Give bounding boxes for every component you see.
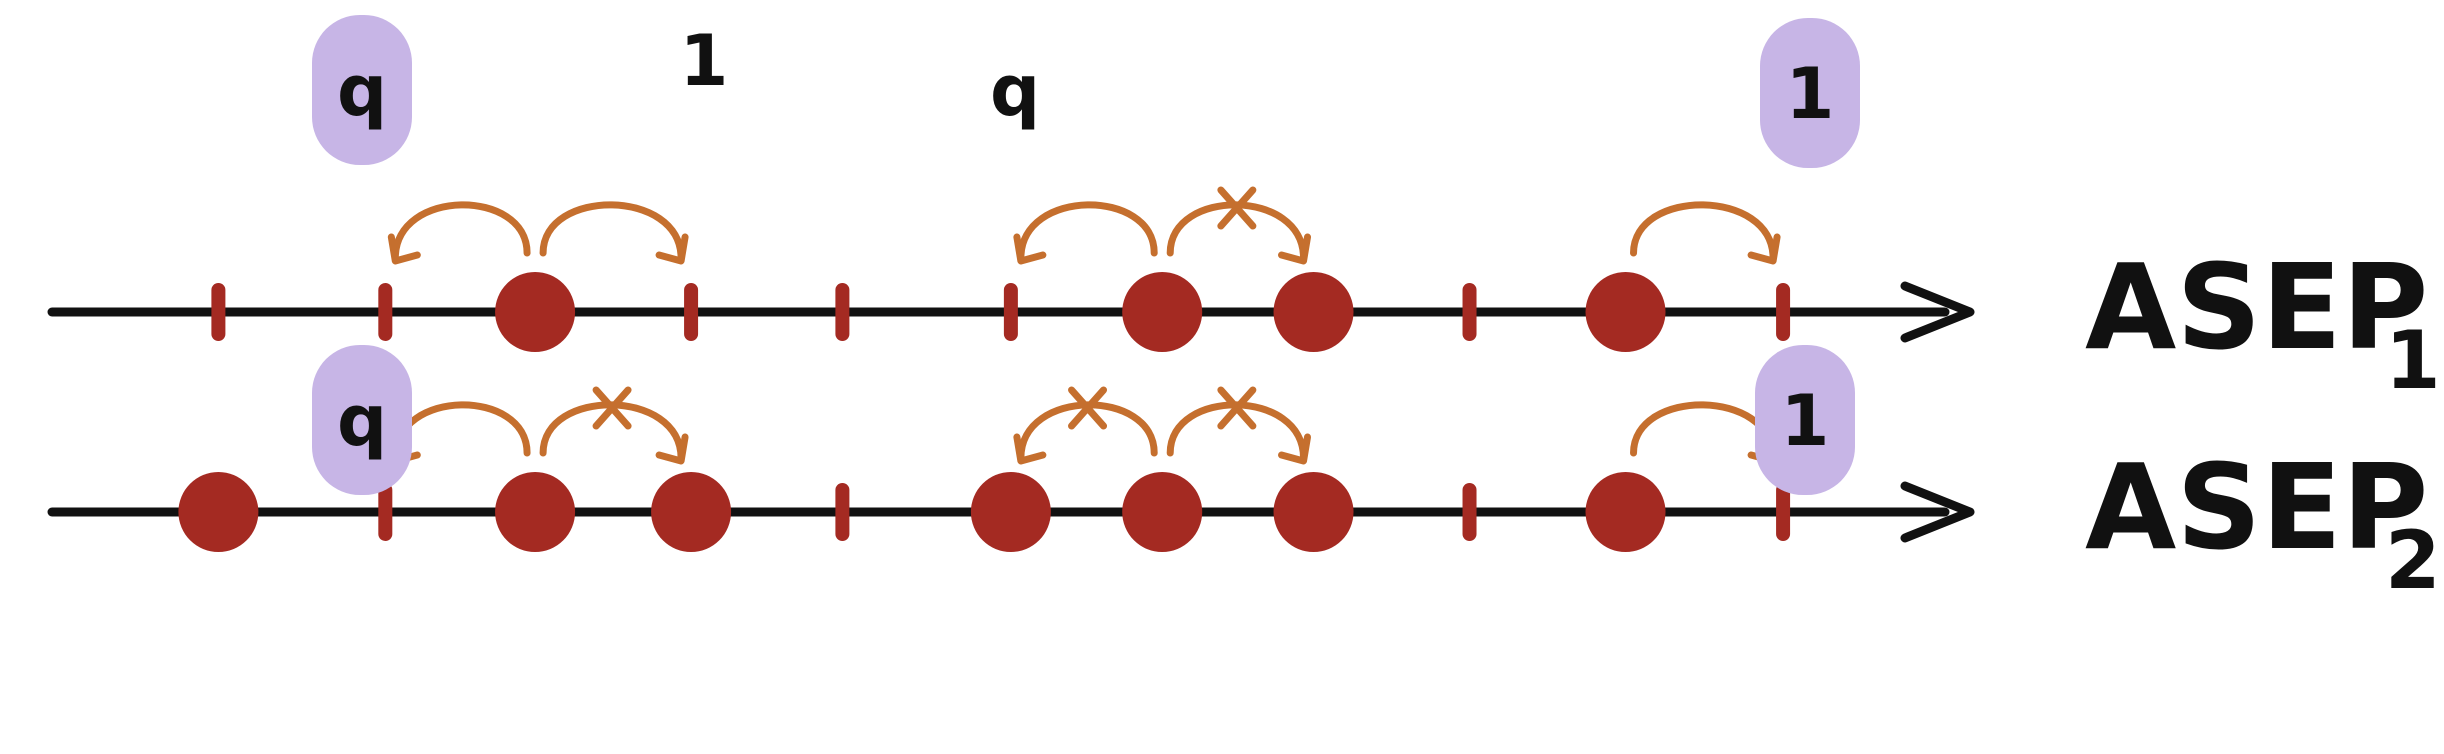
blocked-cross xyxy=(1217,386,1257,430)
jump-arrowhead xyxy=(387,233,421,265)
blocked-cross xyxy=(1217,186,1257,230)
jump-arrow xyxy=(539,201,685,262)
rate-label: q xyxy=(337,380,387,462)
jump-arrowhead xyxy=(1747,233,1781,265)
rate-highlight xyxy=(1760,18,1860,168)
jump-arrowhead xyxy=(1013,233,1047,265)
jump-arrowhead xyxy=(1278,233,1312,265)
rate-label: q xyxy=(337,50,387,132)
particle xyxy=(1273,472,1354,552)
rate-highlight xyxy=(312,15,412,165)
rate-label: 1 xyxy=(1786,53,1835,135)
row-label-subscript: 1 xyxy=(2385,314,2441,407)
jump-arrow xyxy=(1630,401,1777,462)
particle xyxy=(495,272,576,352)
axis-arrowhead xyxy=(1900,281,1975,343)
particle xyxy=(1273,272,1354,352)
row-label-subscript: 2 xyxy=(2385,514,2441,607)
particle xyxy=(178,472,259,552)
jump-arrow xyxy=(391,201,531,262)
particle xyxy=(1122,472,1203,552)
particle xyxy=(1585,472,1666,552)
jump-arrow xyxy=(1017,201,1158,262)
row-label: ASEP xyxy=(2085,238,2428,376)
row-label: ASEP xyxy=(2085,438,2428,576)
rate-label: q xyxy=(990,50,1040,132)
particle xyxy=(1122,272,1203,352)
jump-arrowhead xyxy=(1013,433,1047,465)
particle xyxy=(1585,272,1666,352)
rate-label: 1 xyxy=(1781,380,1830,462)
jump-arrowhead xyxy=(1278,433,1312,465)
rate-label: 1 xyxy=(680,20,729,102)
jump-arrowhead xyxy=(655,433,689,465)
particle xyxy=(495,472,576,552)
jump-arrowhead xyxy=(655,233,689,265)
jump-arrow xyxy=(391,401,531,462)
particle xyxy=(970,472,1051,552)
axis-arrowhead xyxy=(1900,481,1975,543)
blocked-cross xyxy=(1068,386,1108,430)
particle xyxy=(651,472,732,552)
rate-highlight xyxy=(312,345,412,495)
blocked-cross xyxy=(592,386,632,430)
jump-arrow xyxy=(1630,201,1777,262)
rate-highlight xyxy=(1755,345,1855,495)
